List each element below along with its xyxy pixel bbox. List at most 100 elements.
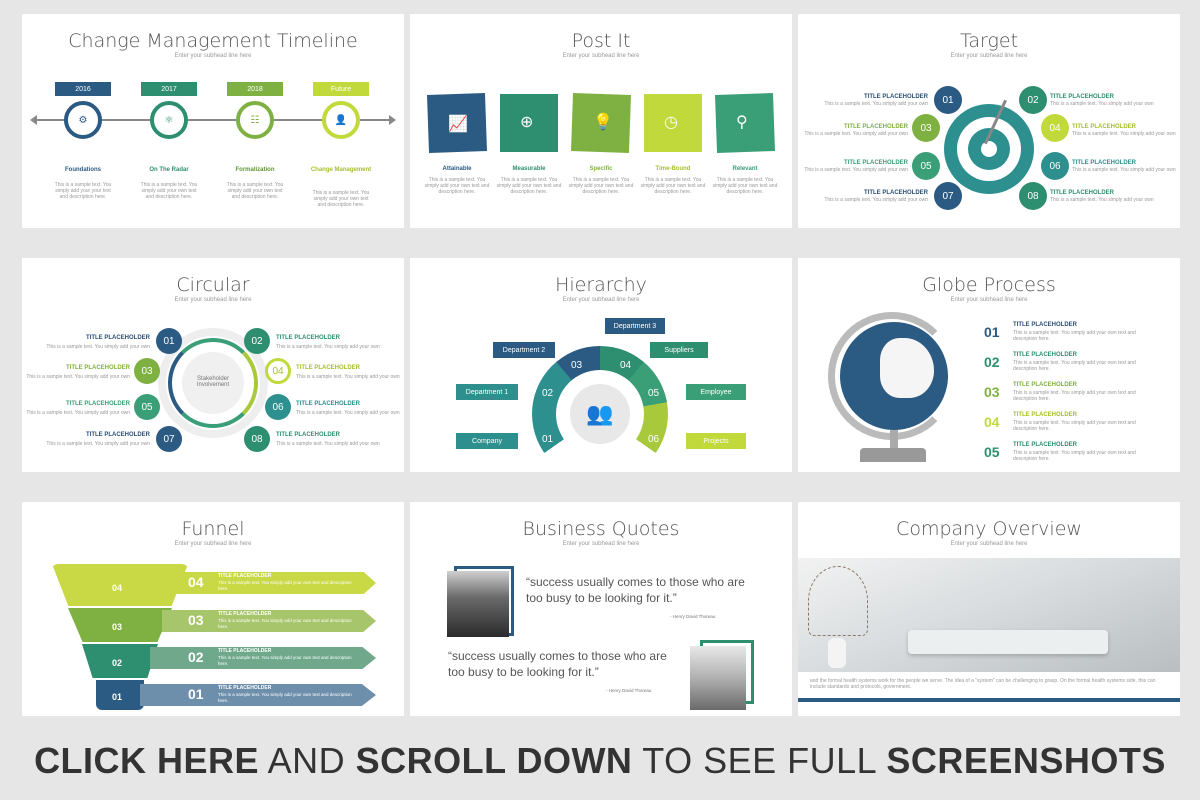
- item-name: Foundations: [65, 167, 101, 173]
- row-number: 01: [188, 686, 204, 702]
- item-desc: This is a sample text. You simply add yo…: [276, 441, 380, 447]
- slide-target[interactable]: Target Enter your subhead line here 01 0…: [798, 14, 1180, 228]
- funnel-arrow-bar: [162, 610, 376, 632]
- step-number: 07: [156, 426, 182, 452]
- row-title: TITLE PLACEHOLDER: [218, 573, 272, 579]
- person-icon: 👤: [322, 101, 360, 139]
- step-number: 01: [156, 328, 182, 354]
- globe-icon: ⊕: [520, 114, 534, 131]
- atom-icon: ⚛: [150, 101, 188, 139]
- item-name: Measurable: [512, 166, 546, 172]
- segment-number: 02: [542, 388, 554, 399]
- step-number: 03: [984, 384, 1000, 400]
- row-title: TITLE PLACEHOLDER: [218, 611, 272, 617]
- item-desc: This is a sample text. You simply add yo…: [296, 410, 400, 416]
- postit-note: [500, 94, 558, 152]
- funnel-layer: [52, 564, 188, 606]
- slide-hierarchy[interactable]: Hierarchy Enter your subhead line here 👥…: [410, 258, 792, 472]
- item-title: TITLE PLACEHOLDER: [276, 432, 340, 438]
- funnel-layer: [68, 608, 172, 642]
- overview-text: and the formal health systems work for t…: [810, 678, 1156, 690]
- cta-click-here[interactable]: CLICK HERE: [34, 740, 260, 781]
- item-title: TITLE PLACEHOLDER: [1050, 94, 1114, 100]
- step-number: 05: [984, 444, 1000, 460]
- item-desc: This is a sample text. You simply add yo…: [54, 182, 112, 200]
- item-desc: This is a sample text. You simply add yo…: [276, 344, 380, 350]
- brain-icon: ⚙: [64, 101, 102, 139]
- item-name: Change Management: [310, 167, 372, 173]
- item-desc: This is a sample text. You simply add yo…: [46, 441, 150, 447]
- segment-number: 03: [571, 360, 583, 371]
- slide-subtitle: Enter your subhead line here: [174, 541, 252, 547]
- item-name: Formalization: [235, 167, 275, 173]
- slide-postit[interactable]: Post It Enter your subhead line here 📈 ⊕…: [410, 14, 792, 228]
- item-title: TITLE PLACEHOLDER: [1013, 322, 1077, 328]
- item-title: TITLE PLACEHOLDER: [1013, 442, 1077, 448]
- funnel-layer: [82, 644, 158, 678]
- slide-subtitle: Enter your subhead line here: [174, 53, 252, 59]
- item-desc: This is a sample text. You simply add yo…: [640, 177, 706, 195]
- slide-title: Circular: [176, 274, 250, 296]
- vase-shape: [828, 638, 846, 668]
- step-number: 06: [265, 394, 291, 420]
- suppliers-box: Suppliers: [650, 342, 708, 358]
- slide-company[interactable]: Company Overview Enter your subhead line…: [798, 502, 1180, 716]
- globe-base: [860, 448, 926, 462]
- item-title: TITLE PLACEHOLDER: [844, 160, 908, 166]
- slide-title: Hierarchy: [555, 274, 647, 296]
- cycle-ring: [158, 328, 268, 438]
- item-title: TITLE PLACEHOLDER: [1072, 160, 1136, 166]
- layer-number: 01: [112, 692, 123, 702]
- year-label: 2016: [55, 82, 111, 96]
- postit-note: [644, 94, 702, 152]
- item-title: TITLE PLACEHOLDER: [1072, 124, 1136, 130]
- step-number: 07: [934, 182, 962, 210]
- step-number: 01: [934, 86, 962, 114]
- layer-number: 04: [112, 583, 123, 593]
- step-number: 08: [1019, 182, 1047, 210]
- slide-title: Change Management Timeline: [68, 30, 358, 52]
- slide-funnel[interactable]: Funnel Enter your subhead line here 04 0…: [22, 502, 404, 716]
- step-number: 05: [912, 152, 940, 180]
- slide-title: Post It: [571, 30, 631, 52]
- slide-timeline[interactable]: Change Management Timeline Enter your su…: [22, 14, 404, 228]
- step-number: 08: [244, 426, 270, 452]
- cta-banner[interactable]: CLICK HERE AND SCROLL DOWN TO SEE FULL S…: [0, 740, 1200, 784]
- group-icon: 👥: [570, 384, 630, 444]
- year-label: 2017: [141, 82, 197, 96]
- cycle-arrows: [168, 338, 258, 428]
- item-title: TITLE PLACEHOLDER: [276, 335, 340, 341]
- slide-circular[interactable]: Circular Enter your subhead line here St…: [22, 258, 404, 472]
- projects-box: Projects: [686, 433, 746, 449]
- funnel-layer: [96, 680, 144, 710]
- item-title: TITLE PLACEHOLDER: [296, 365, 360, 371]
- slide-quotes[interactable]: Business Quotes Enter your subhead line …: [410, 502, 792, 716]
- quote-author: - Henry David Thoreau: [670, 614, 716, 619]
- slide-subtitle: Enter your subhead line here: [950, 541, 1028, 547]
- quote-text: “success usually comes to those who are …: [448, 649, 667, 679]
- item-title: TITLE PLACEHOLDER: [864, 94, 928, 100]
- slide-title: Target: [959, 30, 1019, 52]
- item-name: Relevant: [732, 166, 758, 172]
- globe-stand: [890, 430, 898, 448]
- item-desc: This is a sample text. You simply add yo…: [1013, 390, 1136, 402]
- segment-number: 06: [648, 434, 660, 445]
- row-number: 03: [188, 612, 204, 628]
- chart-icon: 📈: [448, 116, 468, 133]
- slide-title: Business Quotes: [522, 518, 680, 540]
- company-box: Company: [456, 433, 518, 449]
- item-name: Attainable: [442, 166, 472, 172]
- item-desc: This is a sample text. You simply add yo…: [804, 131, 908, 137]
- item-desc: This is a sample text. You simply add yo…: [1013, 360, 1136, 372]
- row-desc: This is a sample text. You simply add yo…: [218, 580, 352, 591]
- item-name: On The Radar: [149, 167, 189, 173]
- item-title: TITLE PLACEHOLDER: [1013, 352, 1077, 358]
- slide-subtitle: Enter your subhead line here: [950, 297, 1028, 303]
- center-label: Stakeholder Involvement: [196, 376, 230, 388]
- segment-number: 01: [542, 434, 554, 445]
- slide-globe[interactable]: Globe Process Enter your subhead line he…: [798, 258, 1180, 472]
- item-desc: This is a sample text. You simply add yo…: [824, 197, 928, 203]
- sofa-shape: [908, 630, 1108, 654]
- item-title: TITLE PLACEHOLDER: [1013, 382, 1077, 388]
- row-desc: This is a sample text. You simply add yo…: [218, 618, 352, 629]
